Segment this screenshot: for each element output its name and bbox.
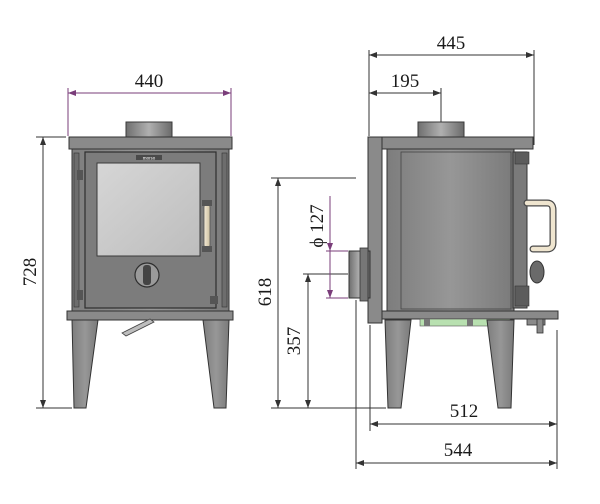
- front-ashpan-lever: [121, 318, 155, 337]
- front-view: morso: [66, 121, 234, 409]
- side-top-plate: [381, 136, 534, 150]
- dim-618-arrow-bottom: [275, 400, 281, 408]
- front-flue-collar: [125, 121, 173, 140]
- side-door-handle-inner: [524, 200, 556, 252]
- dim-728-arrow-top: [40, 137, 46, 145]
- front-brand-text: morso: [143, 156, 156, 161]
- front-left-edge: [73, 152, 80, 308]
- front-handle-mount-top: [202, 200, 212, 206]
- side-flue-collar: [417, 121, 465, 140]
- front-dimensions: 440 728: [20, 71, 232, 409]
- side-ashpan-clip-right: [467, 319, 473, 326]
- side-door-edge: [512, 151, 528, 309]
- dim-440-label: 440: [135, 71, 164, 92]
- side-front-lip: [526, 318, 546, 326]
- dim-195-label: 195: [391, 71, 420, 92]
- dim-544-arrow-right: [549, 460, 557, 466]
- side-door-hinge-bottom: [514, 285, 530, 307]
- dim-445-arrow-right: [526, 52, 534, 58]
- dim-195-arrow-left: [369, 90, 377, 96]
- side-body-panel: [400, 151, 512, 310]
- front-air-control-grip: [143, 265, 151, 285]
- dim-618-label: 618: [255, 278, 276, 307]
- side-rear-flue-flange: [359, 247, 369, 302]
- side-front-leg: [486, 319, 515, 409]
- side-door-handle: [523, 199, 557, 253]
- dim-544-arrow-left: [356, 460, 364, 466]
- front-left-leg: [71, 319, 99, 409]
- dim-728-arrow-bottom: [40, 400, 46, 408]
- dim-357-arrow-bottom: [305, 400, 311, 408]
- front-top-plate: [68, 136, 233, 150]
- front-door-glass: [96, 162, 201, 257]
- front-right-edge: [221, 152, 228, 308]
- front-handle-mount-bottom: [202, 246, 212, 252]
- front-door-handle: [203, 203, 211, 249]
- side-body: [386, 148, 515, 313]
- front-hinge-top: [77, 170, 83, 180]
- side-base-plate: [381, 310, 559, 320]
- dim-512-arrow-left: [370, 421, 378, 427]
- side-rear-leg: [384, 319, 412, 409]
- side-rear-shield: [367, 136, 383, 324]
- dim-127-arrow-top: [327, 243, 333, 251]
- side-dimensions: 445 195 618 357 ϕ 127 512: [255, 33, 558, 469]
- dim-544-label: 544: [444, 440, 473, 461]
- dim-512-label: 512: [450, 401, 479, 422]
- dim-512-arrow-right: [549, 421, 557, 427]
- dim-127-arrow-bottom: [327, 290, 333, 298]
- front-right-leg: [202, 319, 230, 409]
- dim-440-arrow-right: [223, 90, 231, 96]
- side-door-hinge-top: [514, 151, 530, 165]
- dim-195-arrow-right: [433, 90, 441, 96]
- dim-728-label: 728: [20, 258, 41, 287]
- dim-440-arrow-left: [68, 90, 76, 96]
- dim-357-label: 357: [284, 327, 305, 356]
- front-latch-bottom: [210, 296, 218, 304]
- side-ashpan-clip-left: [424, 319, 430, 326]
- dim-357-arrow-top: [305, 274, 311, 282]
- dim-618-arrow-top: [275, 178, 281, 186]
- dim-445-arrow-left: [369, 52, 377, 58]
- dim-127-label: ϕ 127: [307, 204, 328, 247]
- front-hinge-bottom: [77, 290, 83, 300]
- side-air-control-knob: [529, 260, 545, 284]
- dim-445-label: 445: [437, 33, 466, 54]
- side-front-lip-tab: [536, 318, 544, 334]
- side-view: [348, 121, 559, 409]
- front-brand-plate: [136, 155, 162, 160]
